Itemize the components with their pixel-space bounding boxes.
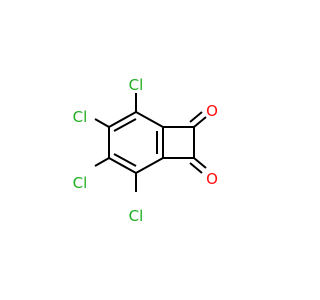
bond-c8-o2-b bbox=[189, 162, 203, 174]
atom-label-cl1: Cl bbox=[129, 76, 144, 94]
atom-label-cl3: Cl bbox=[73, 174, 88, 192]
bond-c8-o2-a bbox=[193, 157, 207, 169]
bond-c6-c1 bbox=[135, 111, 164, 128]
atom-label-o2: O bbox=[206, 170, 218, 188]
atom-label-cl4: Cl bbox=[129, 207, 144, 225]
bond-c3-cl3 bbox=[94, 157, 110, 167]
bond-c3-c4 bbox=[108, 157, 137, 174]
molecule-structure: Cl Cl Cl Cl O O bbox=[73, 76, 218, 225]
atom-label-o1: O bbox=[206, 102, 218, 120]
bond-c4-c5 bbox=[135, 157, 164, 174]
bond-c1-c2 bbox=[108, 111, 137, 128]
bond-c7-o1-a bbox=[193, 116, 207, 128]
bond-c7-o1-b bbox=[189, 111, 203, 123]
bond-c2-cl2 bbox=[94, 118, 110, 128]
atom-label-cl2: Cl bbox=[73, 108, 88, 126]
bond-c1-c2-inner bbox=[113, 118, 137, 132]
bond-c3-c4-inner bbox=[113, 153, 137, 167]
